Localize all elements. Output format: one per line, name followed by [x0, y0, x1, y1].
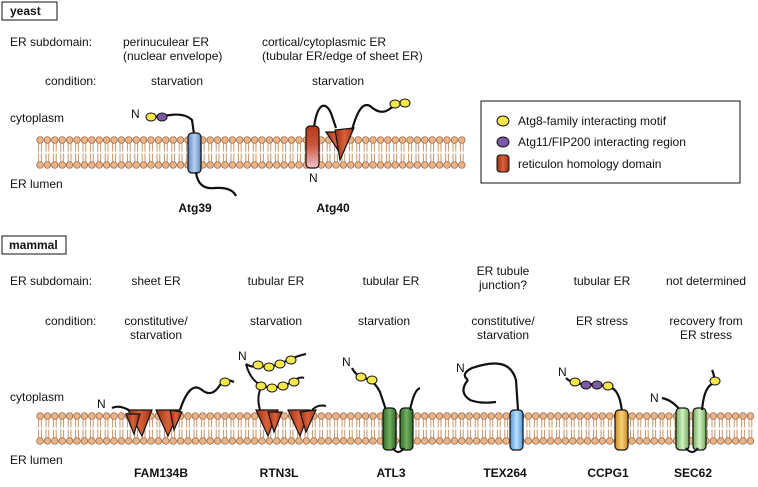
rtn3l-subdomain: tubular ER: [248, 274, 305, 288]
legend-label-rhd: reticulon homology domain: [518, 157, 661, 171]
atg40-condition: starvation: [312, 74, 364, 88]
atg39-name: Atg39: [178, 201, 212, 215]
yellow-motif-icon: [496, 115, 510, 127]
yeast-lumen-label: ER lumen: [10, 177, 63, 191]
sec62-subdomain: not determined: [666, 274, 746, 288]
atg39-subdomain: perinuculear ER(nuclear envelope): [123, 35, 222, 63]
ccpg1-protein-icon: N: [558, 365, 629, 451]
rtn3l-protein-icon: N: [238, 349, 327, 438]
mammal-cytoplasm-label: cytoplasm: [10, 390, 64, 404]
legend-label-atg8: Atg8-family interacting motif: [518, 114, 667, 128]
atl3-subdomain: tubular ER: [363, 274, 420, 288]
mammal-section-box: [1, 235, 67, 255]
fam134b-n-terminus: N: [97, 397, 106, 411]
atg39-protein-icon: N: [131, 107, 238, 197]
tex264-condition: constitutive/starvation: [471, 314, 535, 342]
mammal-section-label: mammal: [9, 238, 58, 252]
sec62-protein-icon: N: [650, 369, 721, 453]
mammal-section: mammal ER subdomain: condition: sheet ER…: [1, 235, 755, 480]
atg40-subdomain: cortical/cytoplasmic ER(tubular ER/edge …: [262, 35, 423, 63]
legend-box: [480, 100, 741, 184]
rtn3l-name: RTN3L: [260, 466, 299, 480]
mammal-subdomain-label: ER subdomain:: [10, 274, 92, 288]
fam134b-condition: constitutive/starvation: [124, 314, 188, 342]
mammal-lumen-label: ER lumen: [10, 453, 63, 467]
atl3-protein-icon: N: [342, 355, 421, 453]
rhd-icon: [496, 154, 510, 173]
atg40-n-terminus: N: [309, 171, 318, 185]
atg39-n-terminus: N: [131, 107, 140, 121]
legend-label-atg11: Atg11/FIP200 interacting region: [518, 135, 686, 149]
tex264-name: TEX264: [483, 466, 527, 480]
sec62-name: SEC62: [674, 466, 712, 480]
yeast-section-label: yeast: [10, 4, 41, 18]
atg40-protein-icon: N: [305, 98, 411, 185]
yeast-section: yeast ER subdomain: condition: perinucul…: [1, 1, 466, 215]
rtn3l-condition: starvation: [250, 314, 302, 328]
atl3-name: ATL3: [376, 466, 405, 480]
atg39-condition: starvation: [151, 74, 203, 88]
atg40-name: Atg40: [316, 201, 350, 215]
purple-motif-icon: [496, 136, 510, 148]
rtn3l-n-terminus: N: [238, 349, 247, 363]
atl3-n-terminus: N: [342, 355, 351, 369]
fam134b-name: FAM134B: [134, 466, 188, 480]
fam134b-protein-icon: N: [97, 377, 235, 438]
ccpg1-condition: ER stress: [576, 314, 628, 328]
yeast-subdomain-label: ER subdomain:: [10, 35, 92, 49]
yeast-membrane: [36, 136, 466, 169]
tex264-protein-icon: N: [456, 361, 524, 451]
fam134b-subdomain: sheet ER: [131, 274, 181, 288]
ccpg1-name: CCPG1: [587, 466, 629, 480]
yeast-condition-label: condition:: [45, 74, 96, 88]
legend: Atg8-family interacting motif Atg11/FIP2…: [480, 100, 741, 184]
ccpg1-subdomain: tubular ER: [574, 274, 631, 288]
mammal-condition-label: condition:: [45, 314, 96, 328]
atl3-condition: starvation: [358, 314, 410, 328]
yeast-section-box: [1, 1, 58, 21]
tex264-n-terminus: N: [456, 361, 465, 375]
yeast-cytoplasm-label: cytoplasm: [10, 111, 64, 125]
sec62-n-terminus: N: [650, 391, 659, 405]
ccpg1-n-terminus: N: [558, 365, 567, 379]
